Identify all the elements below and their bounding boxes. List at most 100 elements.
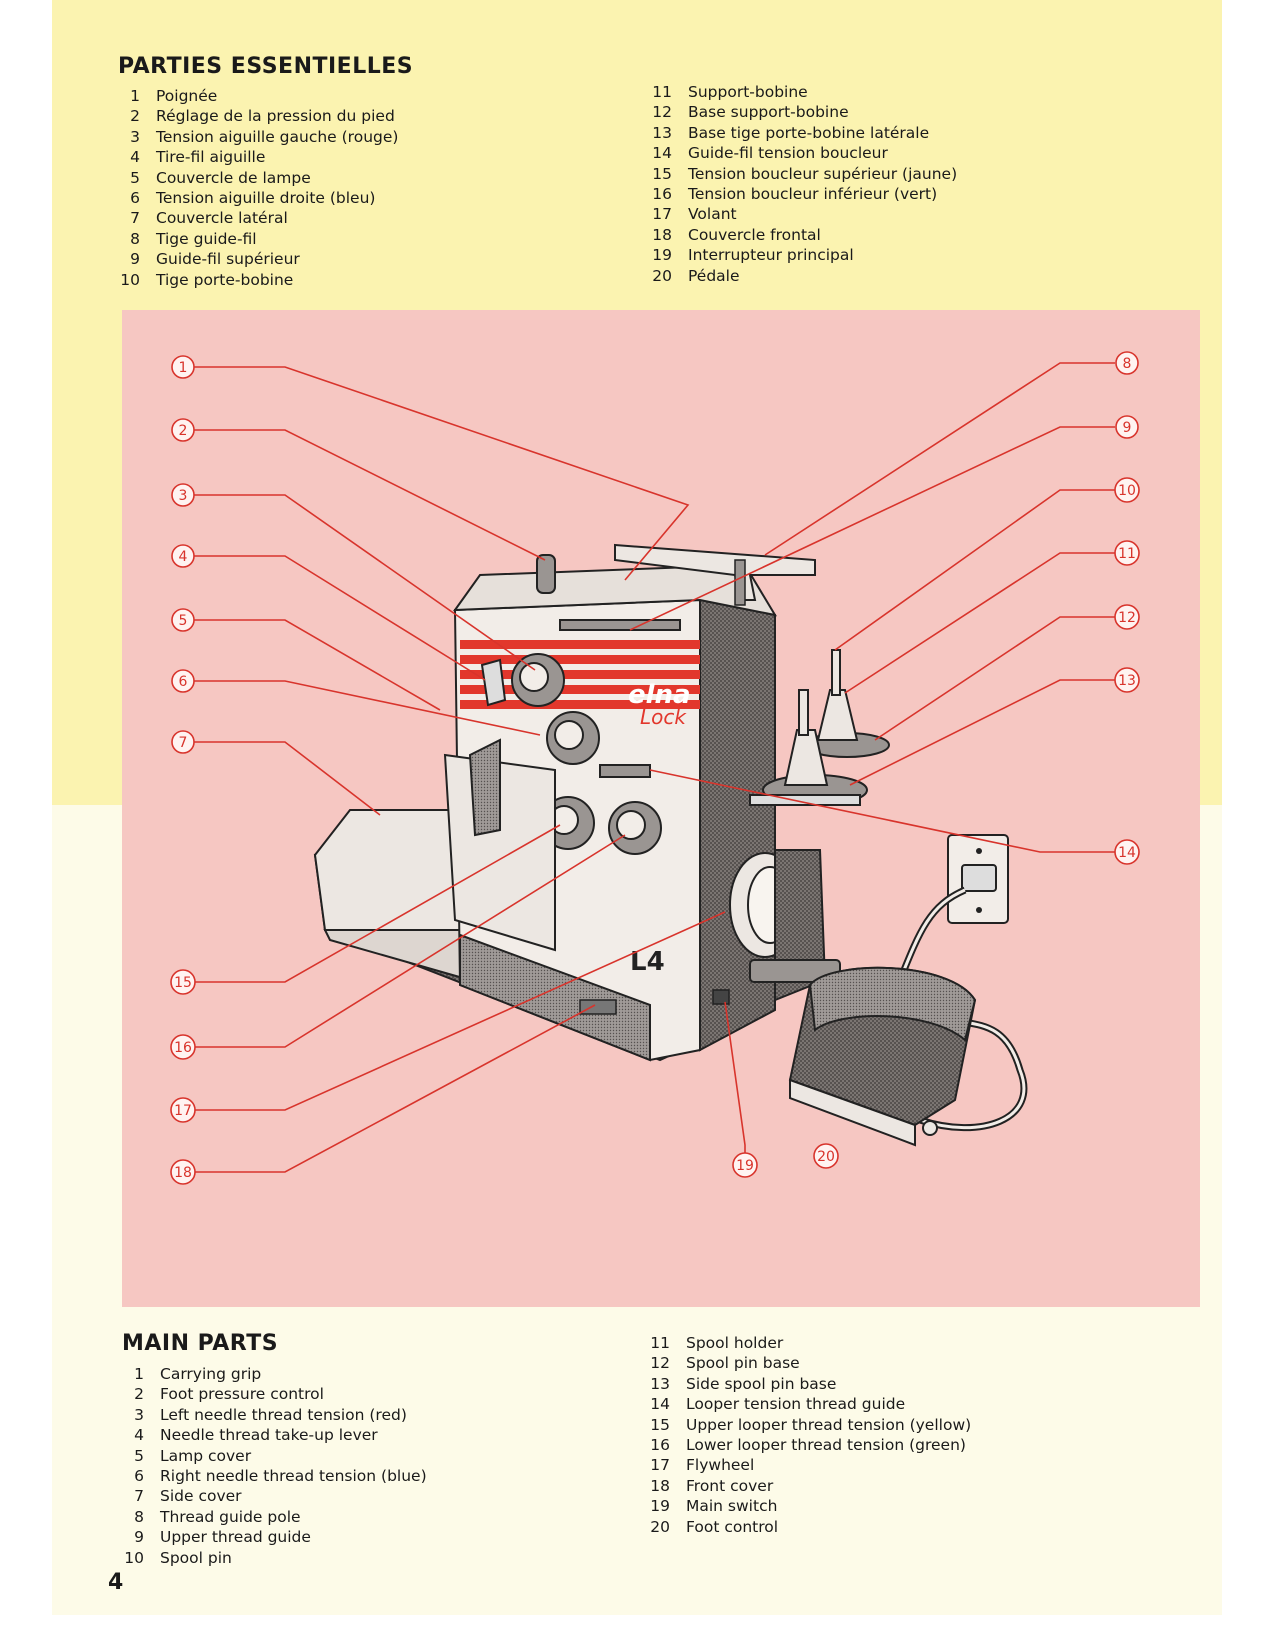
french-part-item: 3 Tension aiguille gauche (rouge) xyxy=(118,127,398,147)
callout-2: 2 xyxy=(171,418,195,442)
english-part-label: Carrying grip xyxy=(160,1365,262,1383)
svg-text:16: 16 xyxy=(174,1040,192,1056)
callout-11: 11 xyxy=(1114,540,1140,566)
foot-pedal-drawing xyxy=(788,966,977,1147)
english-part-label: Spool pin base xyxy=(686,1354,800,1373)
french-part-number: 19 xyxy=(652,246,672,265)
svg-text:17: 17 xyxy=(174,1103,192,1119)
french-part-item: 9 Guide-fil supérieur xyxy=(118,249,398,269)
english-part-label: Left needle thread tension (red) xyxy=(160,1405,407,1424)
svg-text:5: 5 xyxy=(179,613,188,629)
callout-6: 6 xyxy=(171,669,195,693)
french-part-number: 7 xyxy=(130,209,140,228)
english-part-label: Right needle thread tension (blue) xyxy=(160,1467,427,1486)
english-part-number: 15 xyxy=(650,1415,670,1434)
english-part-number: 8 xyxy=(134,1507,144,1526)
french-part-label: Couvercle de lampe xyxy=(156,168,311,187)
english-part-label: Side cover xyxy=(160,1487,242,1506)
callout-18: 18 xyxy=(170,1159,196,1185)
french-part-label: Guide-fil tension boucleur xyxy=(688,144,888,163)
english-part-label: Upper looper thread tension (yellow) xyxy=(686,1415,972,1434)
french-part-label: Pédale xyxy=(688,266,740,285)
french-part-label: Tension boucleur supérieur (jaune) xyxy=(688,164,958,183)
english-part-item: 7 Side cover xyxy=(122,1486,427,1506)
french-part-number: 14 xyxy=(652,144,672,163)
english-part-item: 16 Lower looper thread tension (green) xyxy=(648,1435,971,1455)
french-part-label: Tire-fil aiguille xyxy=(156,148,266,167)
french-part-number: 15 xyxy=(652,164,672,183)
english-part-item: 13 Side spool pin base xyxy=(648,1374,971,1394)
french-part-label: Guide-fil supérieur xyxy=(156,250,300,269)
french-part-number: 20 xyxy=(652,266,672,285)
callout-19: 19 xyxy=(732,1152,758,1178)
french-part-item: 6 Tension aiguille droite (bleu) xyxy=(118,188,398,208)
callout-16: 16 xyxy=(170,1034,196,1060)
english-part-label: Upper thread guide xyxy=(160,1528,311,1547)
french-part-label: Support-bobine xyxy=(688,83,808,101)
english-part-number: 7 xyxy=(134,1487,144,1506)
french-part-number: 9 xyxy=(130,250,140,269)
french-part-item: 5 Couvercle de lampe xyxy=(118,168,398,188)
svg-text:3: 3 xyxy=(179,488,188,504)
french-part-label: Tige porte-bobine xyxy=(156,270,294,289)
svg-text:11: 11 xyxy=(1118,546,1136,562)
english-part-number: 13 xyxy=(650,1374,670,1393)
svg-text:12: 12 xyxy=(1118,610,1136,626)
callout-12: 12 xyxy=(1114,604,1140,630)
french-part-label: Tension aiguille droite (bleu) xyxy=(156,189,376,208)
french-part-number: 2 xyxy=(130,107,140,126)
callout-13: 13 xyxy=(1114,667,1140,693)
callout-10: 10 xyxy=(1114,477,1140,503)
french-part-item: 14 Guide-fil tension boucleur xyxy=(650,143,957,163)
french-part-label: Réglage de la pression du pied xyxy=(156,107,395,126)
english-part-label: Looper tension thread guide xyxy=(686,1395,906,1414)
brand-logo-sub: Lock xyxy=(640,705,687,729)
french-part-label: Volant xyxy=(688,205,737,224)
english-part-number: 9 xyxy=(134,1528,144,1547)
english-part-label: Lower looper thread tension (green) xyxy=(686,1436,966,1455)
french-part-number: 3 xyxy=(130,127,140,146)
english-part-number: 16 xyxy=(650,1436,670,1455)
callout-8: 8 xyxy=(1115,351,1139,375)
english-part-number: 1 xyxy=(134,1365,144,1383)
french-part-label: Poignée xyxy=(156,87,218,105)
french-part-number: 8 xyxy=(130,229,140,248)
french-part-item: 2 Réglage de la pression du pied xyxy=(118,106,398,126)
callout-1: 1 xyxy=(171,355,195,379)
english-part-label: Side spool pin base xyxy=(686,1374,837,1393)
svg-text:9: 9 xyxy=(1123,420,1132,436)
french-part-label: Tension boucleur inférieur (vert) xyxy=(688,185,938,204)
french-part-number: 6 xyxy=(130,189,140,208)
french-part-number: 5 xyxy=(130,168,140,187)
svg-text:18: 18 xyxy=(174,1165,192,1181)
callout-3: 3 xyxy=(171,483,195,507)
svg-text:4: 4 xyxy=(179,549,188,565)
english-part-label: Front cover xyxy=(686,1476,774,1495)
english-part-label: Lamp cover xyxy=(160,1446,252,1465)
french-part-label: Tension aiguille gauche (rouge) xyxy=(156,127,399,146)
english-part-number: 5 xyxy=(134,1446,144,1465)
callout-20: 20 xyxy=(813,1143,839,1169)
english-part-number: 4 xyxy=(134,1426,144,1445)
callout-9: 9 xyxy=(1115,415,1139,439)
svg-text:8: 8 xyxy=(1123,356,1132,372)
thread-stand xyxy=(614,543,816,606)
brand-logo: elna xyxy=(628,680,691,710)
english-part-number: 12 xyxy=(650,1354,670,1373)
french-part-number: 4 xyxy=(130,148,140,167)
wall-socket xyxy=(947,834,1009,924)
page-number: 4 xyxy=(108,1570,124,1595)
english-part-label: Spool holder xyxy=(686,1334,784,1352)
english-part-number: 14 xyxy=(650,1395,670,1414)
